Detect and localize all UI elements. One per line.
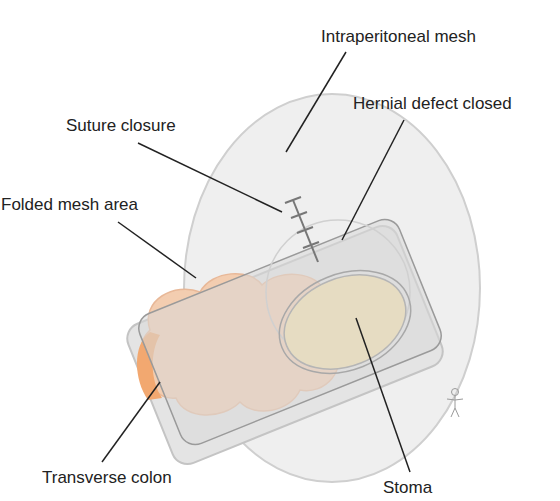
- callout-label: Transverse colon: [42, 468, 172, 488]
- orientation-icon: [447, 389, 463, 418]
- folded-mesh: [134, 215, 446, 450]
- callout-label: Suture closure: [66, 116, 176, 136]
- stoma: [264, 252, 426, 392]
- callout-label: Hernial defect closed: [353, 94, 512, 114]
- leader-lines: [102, 52, 410, 472]
- suture: [285, 197, 319, 262]
- callout-label: Stoma: [383, 478, 432, 498]
- callout-label: Intraperitoneal mesh: [321, 27, 476, 47]
- callout-label: Folded mesh area: [1, 195, 138, 215]
